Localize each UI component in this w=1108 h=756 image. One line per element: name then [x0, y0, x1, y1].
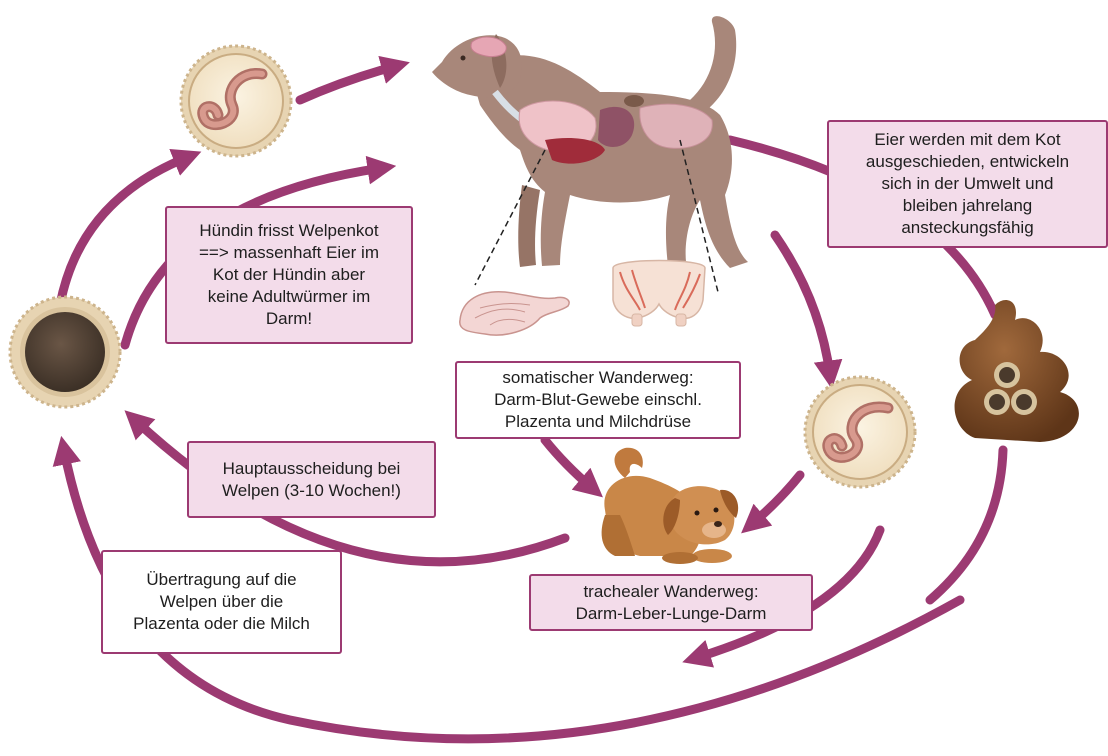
egg-with-larva-icon-right	[805, 377, 915, 487]
label-eggs-excreted: Eier werden mit dem Kot ausgeschieden, e…	[827, 120, 1108, 248]
arrow-somatic-to-puppy	[545, 440, 592, 488]
label-somatic-migration: somatischer Wanderweg: Darm-Blut-Gewebe …	[455, 361, 741, 439]
unembryonated-egg-icon	[10, 297, 120, 407]
egg-with-larva-icon	[181, 46, 291, 156]
arrow-larvaegg-to-puppy	[752, 475, 800, 524]
feces-with-eggs-icon	[955, 300, 1079, 442]
adult-dog-anatomy-illustration	[432, 16, 748, 292]
arrow-egg-to-dog	[300, 66, 396, 100]
placenta-illustration	[460, 292, 569, 335]
puppy-illustration	[602, 448, 739, 564]
label-main-excretion-puppies: Hauptausscheidung bei Welpen (3-10 Woche…	[187, 441, 436, 518]
arrow-dog-to-larvaegg	[775, 235, 830, 375]
label-tracheal-migration: trachealer Wanderweg: Darm-Leber-Lunge-D…	[529, 574, 813, 631]
label-transmission-to-puppies: Übertragung auf die Welpen über die Plaz…	[101, 550, 342, 654]
arrow-feces-to-bottom	[930, 450, 1003, 600]
label-bitch-eats-puppy-feces: Hündin frisst Welpenkot ==> massenhaft E…	[165, 206, 413, 344]
mammary-gland-illustration	[613, 261, 705, 327]
